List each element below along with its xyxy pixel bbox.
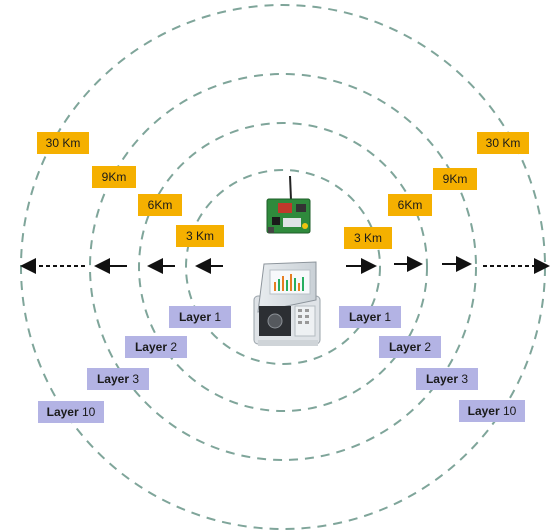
distance-label-6km-right: 6Km — [388, 194, 432, 216]
layer-word: Layer — [467, 404, 500, 418]
distance-label-3km-right: 3 Km — [344, 227, 392, 249]
layer-label-2-right: Layer 2 — [379, 336, 441, 358]
layer-word: Layer — [46, 405, 79, 419]
layer-number: 2 — [170, 340, 178, 354]
layer-word: Layer — [348, 310, 381, 324]
distance-label-30km-right: 30 Km — [477, 132, 529, 154]
layer-number: 2 — [424, 340, 432, 354]
layer-number: 10 — [82, 405, 96, 419]
ring-9km — [89, 73, 477, 461]
layer-word: Layer — [178, 310, 211, 324]
layer-label-10-right: Layer 10 — [459, 400, 525, 422]
distance-label-6km-left: 6Km — [138, 194, 182, 216]
layer-number: 10 — [503, 404, 517, 418]
layer-number: 3 — [132, 372, 140, 386]
layer-label-3-right: Layer 3 — [416, 368, 478, 390]
gsm-module-board-icon — [266, 175, 311, 234]
distance-label-3km-left: 3 Km — [176, 225, 224, 247]
irrigation-controller-device-icon — [253, 261, 321, 346]
layer-word: Layer — [96, 372, 129, 386]
layer-label-2-left: Layer 2 — [125, 336, 187, 358]
layer-label-3-left: Layer 3 — [87, 368, 149, 390]
layer-number: 1 — [214, 310, 222, 324]
ring-6km — [138, 122, 428, 412]
layer-label-10-left: Layer 10 — [38, 401, 104, 423]
layer-word: Layer — [134, 340, 167, 354]
layer-number: 1 — [384, 310, 392, 324]
layer-word: Layer — [425, 372, 458, 386]
distance-label-9km-right: 9Km — [433, 168, 477, 190]
distance-label-9km-left: 9Km — [92, 166, 136, 188]
ring-3km — [185, 169, 381, 365]
layer-word: Layer — [388, 340, 421, 354]
distance-label-30km-left: 30 Km — [37, 132, 89, 154]
layer-label-1-left: Layer 1 — [169, 306, 231, 328]
layer-label-1-right: Layer 1 — [339, 306, 401, 328]
layer-number: 3 — [461, 372, 469, 386]
